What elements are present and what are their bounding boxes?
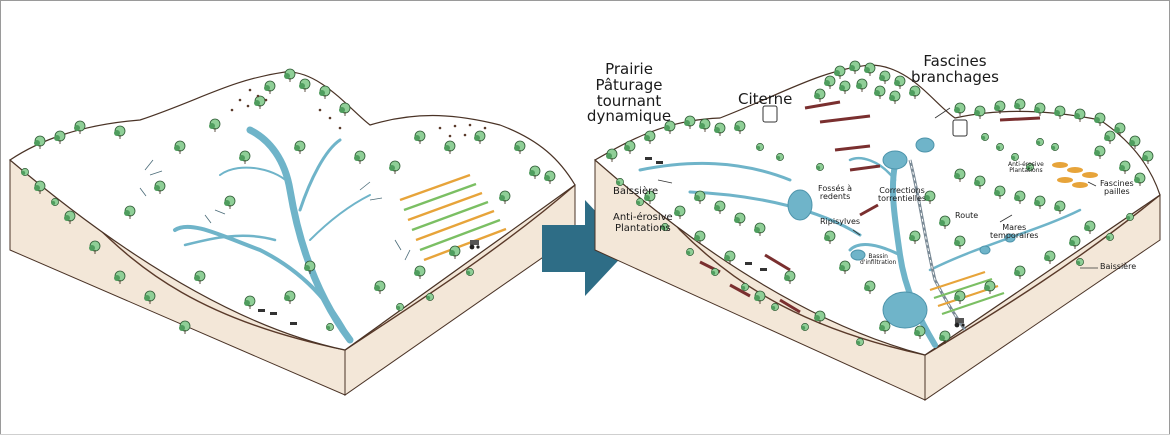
left-landscape-block [10,69,575,395]
label-anti-erosive-left-1: Anti-érosive [613,213,673,224]
label-dynamique: dynamique [585,109,673,125]
label-ripisylves: Ripisylves [820,218,860,226]
label-anti-erosive-left: Anti-érosive Plantations [613,213,673,234]
label-corrections-torrentielles: Corrections torrentielles [878,187,926,204]
label-fosses-redents: Fossés à redents [818,185,852,202]
label-route: Route [955,212,978,220]
label-plantations-right: Plantations [1008,168,1044,174]
label-fascines-pailles-2: pailles [1100,188,1134,196]
label-plantations-left: Plantations [613,224,673,235]
right-landscape-block [595,61,1160,400]
label-citerne: Citerne [738,92,792,108]
label-corrections-2: torrentielles [878,195,926,203]
label-mares-temporaires: Mares temporaires [990,224,1038,241]
label-fascines-pailles: Fascines pailles [1100,180,1134,197]
label-fascines-branchages: Fascines branchages [905,54,1005,86]
label-baissiere-left: Baissière [613,187,658,198]
label-baissiere-right: Baissière [1100,263,1136,271]
label-anti-erosive-right: Anti-érosive Plantations [1008,162,1044,175]
label-fosses-2: redents [818,193,852,201]
label-prairie-block: Prairie Pâturage tournant dynamique [585,62,673,125]
label-branchages: branchages [905,70,1005,86]
label-bassin-infiltration: Bassin d'infiltration [860,254,896,267]
label-mares-2: temporaires [990,232,1038,240]
label-bassin-2: d'infiltration [860,260,896,266]
